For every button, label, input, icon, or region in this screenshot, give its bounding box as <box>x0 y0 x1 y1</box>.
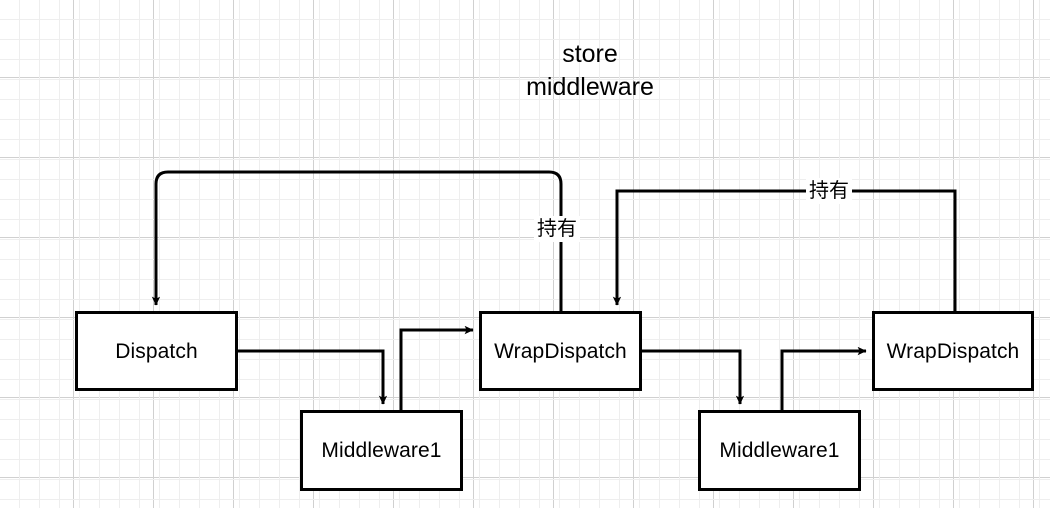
node-middleware1-b[interactable]: Middleware1 <box>698 410 861 491</box>
edge-wrapdispatch-a-to-middleware1-b <box>642 349 745 405</box>
node-dispatch-label: Dispatch <box>115 339 198 363</box>
node-middleware1-a-label: Middleware1 <box>321 439 442 462</box>
edge-dispatch-to-middleware1-a <box>238 349 388 405</box>
edge-wrapdispatch-b-to-wrapdispatch-a <box>612 189 957 311</box>
diagram-title: store middleware <box>526 40 654 101</box>
node-middleware1-a[interactable]: Middleware1 <box>300 410 463 491</box>
edge-middleware1-b-to-wrapdispatch-b <box>780 346 867 410</box>
node-wrapdispatch-b-label: WrapDispatch <box>886 339 1020 363</box>
node-middleware1-b-label: Middleware1 <box>719 439 840 462</box>
node-wrapdispatch-a[interactable]: WrapDispatch <box>479 311 642 391</box>
node-wrapdispatch-a-label: WrapDispatch <box>494 339 627 363</box>
edge-label-hold-left: 持有 <box>534 216 580 242</box>
edge-wrapdispatch-a-to-dispatch <box>151 170 563 311</box>
edge-middleware1-a-to-wrapdispatch-a <box>399 325 474 410</box>
node-dispatch[interactable]: Dispatch <box>75 311 238 391</box>
node-wrapdispatch-b[interactable]: WrapDispatch <box>872 311 1034 391</box>
edge-label-hold-right: 持有 <box>806 178 852 204</box>
